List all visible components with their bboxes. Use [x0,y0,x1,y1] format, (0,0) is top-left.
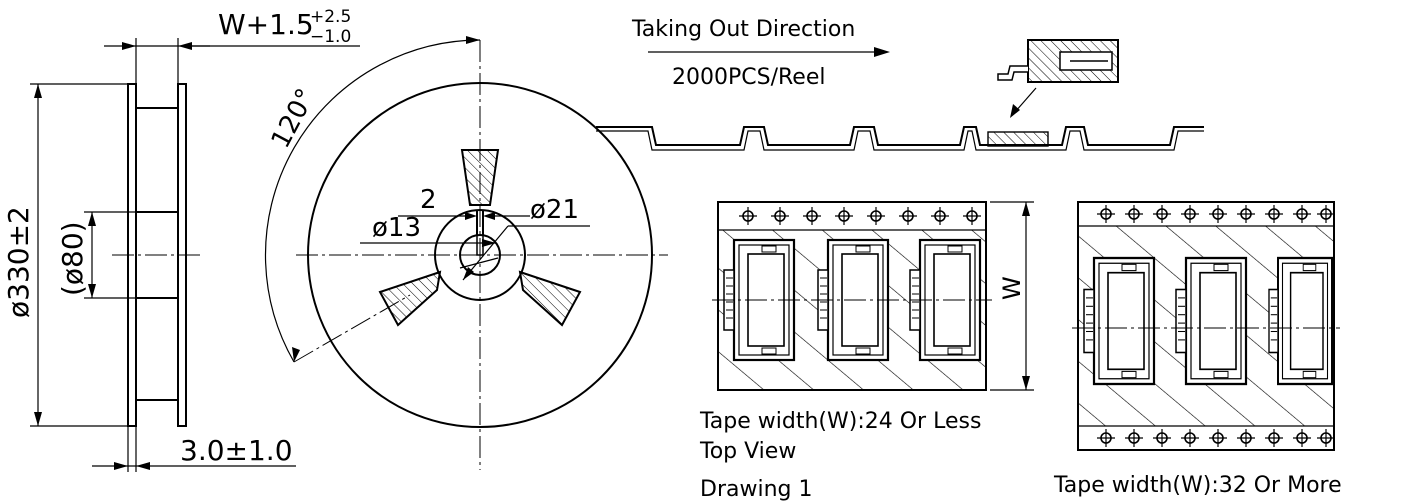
spoke-right [518,270,582,327]
flange-gap-label: 3.0±1.0 [180,434,293,467]
width-mark-label: W [998,276,1026,300]
slot-width-label: 2 [420,185,437,215]
width-tolerance-label: W+1.5 [218,8,314,41]
tape-top-view-small [712,201,1034,391]
angle-label: 120° [266,84,322,153]
large-tape-caption: Tape width(W):32 Or More [1053,473,1342,498]
direction-label: Taking Out Direction [631,17,855,42]
top-view-caption: Top View [699,439,796,464]
small-tape-caption: Tape width(W):24 Or Less [699,409,981,434]
reel-side-view [30,38,360,472]
reel-diameter-label: ø330±2 [2,206,35,318]
tape-top-view-large [1072,201,1340,451]
bore-small-label: ø13 [372,213,421,243]
reel-front-view [264,36,668,470]
connector-detail [997,39,1119,118]
drawing-caption: Drawing 1 [700,477,812,502]
quantity-label: 2000PCS/Reel [672,65,825,90]
spoke-top [460,149,500,206]
bore-large-label: ø21 [530,195,579,225]
width-tolerance-plus: +2.5 [310,7,351,27]
carrier-tape-profile [596,126,1204,151]
width-tolerance-minus: −1.0 [310,27,351,47]
direction-arrow [648,47,890,57]
spoke-left [378,270,442,327]
hub-diameter-label: (ø80) [56,221,89,296]
